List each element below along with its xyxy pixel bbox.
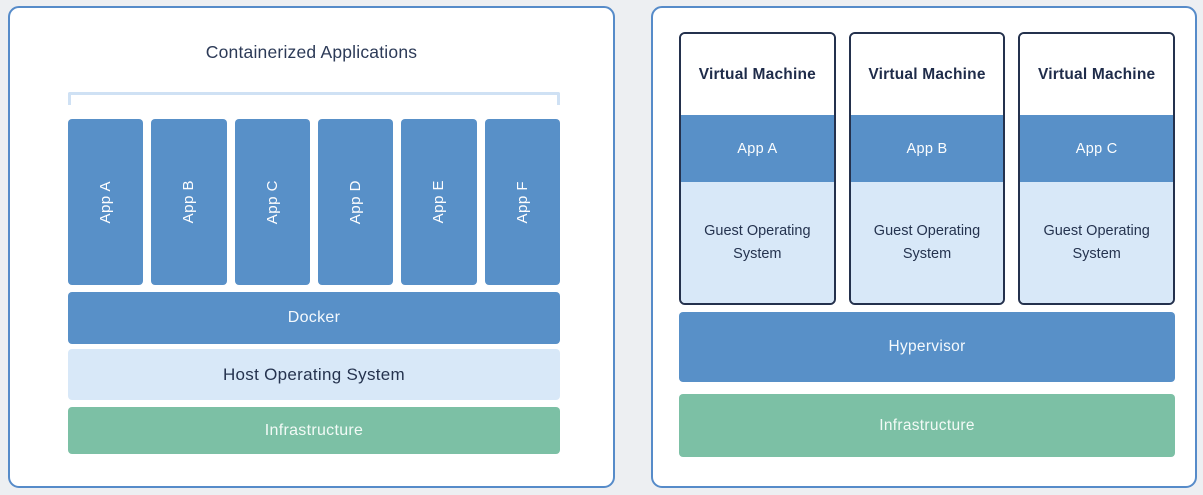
virtual-machines-panel: Virtual Machine App A Guest Operating Sy… bbox=[651, 6, 1197, 488]
vm-cards-row: Virtual Machine App A Guest Operating Sy… bbox=[679, 32, 1176, 305]
container-app-c: App C bbox=[234, 119, 310, 285]
container-app-f: App F bbox=[484, 119, 560, 285]
container-app-b: App B bbox=[151, 119, 227, 285]
hypervisor-layer-label: Hypervisor bbox=[888, 338, 966, 355]
vm-card-3-app: App C bbox=[1020, 115, 1174, 182]
vm-card-3-guest-os: Guest Operating System bbox=[1020, 182, 1174, 303]
vm-card-1-app: App A bbox=[681, 115, 834, 182]
infrastructure-layer-right: Infrastructure bbox=[679, 394, 1175, 457]
containers-group-bracket bbox=[68, 92, 560, 105]
infrastructure-layer-right-label: Infrastructure bbox=[879, 416, 975, 434]
container-app-f-label: App F bbox=[513, 180, 531, 224]
container-app-d-label: App D bbox=[347, 179, 365, 225]
container-app-b-label: App B bbox=[180, 180, 198, 224]
container-app-c-label: App C bbox=[263, 179, 281, 225]
host-os-layer-label: Host Operating System bbox=[222, 364, 406, 384]
containers-panel-title: Containerized Applications bbox=[205, 42, 418, 62]
vm-card-2: Virtual Machine App B Guest Operating Sy… bbox=[848, 32, 1006, 305]
vm-card-1-title: Virtual Machine bbox=[681, 34, 834, 115]
host-os-layer: Host Operating System bbox=[68, 349, 560, 400]
docker-layer: Docker bbox=[68, 292, 560, 344]
vm-card-2-app: App B bbox=[850, 115, 1004, 182]
vm-card-2-title: Virtual Machine bbox=[850, 34, 1004, 115]
vm-card-3: Virtual Machine App C Guest Operating Sy… bbox=[1018, 32, 1176, 305]
container-app-e: App E bbox=[401, 119, 477, 285]
container-app-a-label: App A bbox=[97, 180, 115, 224]
containers-panel: Containerized Applications App A App B A… bbox=[8, 6, 615, 488]
infrastructure-layer-left-label: Infrastructure bbox=[264, 421, 364, 439]
container-app-a: App A bbox=[68, 119, 144, 285]
container-apps-row: App A App B App C App D App E App F bbox=[68, 119, 560, 285]
docker-layer-label: Docker bbox=[287, 309, 341, 326]
vm-card-1: Virtual Machine App A Guest Operating Sy… bbox=[679, 32, 836, 305]
hypervisor-layer: Hypervisor bbox=[679, 312, 1175, 382]
vm-card-2-guest-os: Guest Operating System bbox=[850, 182, 1004, 303]
vm-card-3-title: Virtual Machine bbox=[1020, 34, 1174, 115]
infrastructure-layer-left: Infrastructure bbox=[68, 407, 560, 454]
container-app-e-label: App E bbox=[430, 180, 448, 224]
container-app-d: App D bbox=[317, 119, 394, 285]
vm-card-1-guest-os: Guest Operating System bbox=[681, 182, 834, 303]
